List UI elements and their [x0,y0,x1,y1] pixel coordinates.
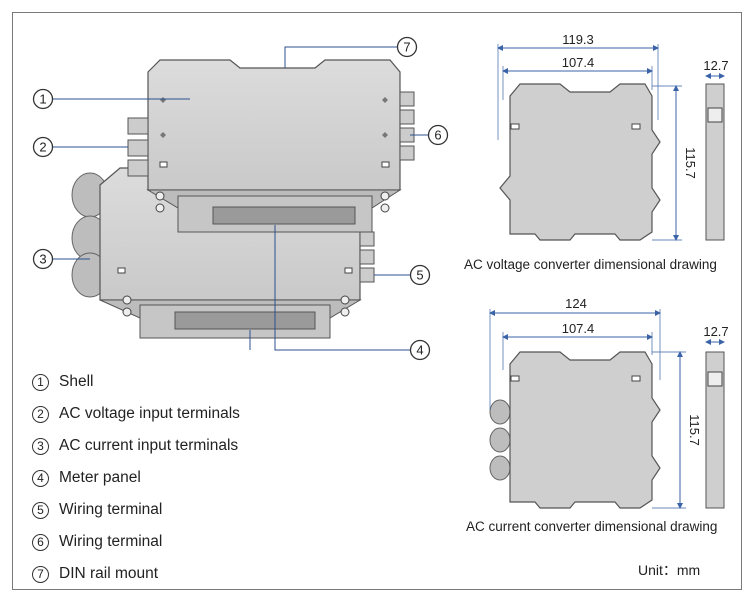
legend-label: Wiring terminal [59,501,163,518]
legend-label: Shell [59,373,94,390]
svg-text:119.3: 119.3 [562,32,594,47]
callout-7: 7 [396,36,418,58]
callout-5: 5 [409,264,431,286]
meter-panel-window [174,311,316,330]
svg-text:107.4: 107.4 [562,321,595,336]
legend-item-wiring-terminal-5: 5 Wiring terminal [32,494,332,526]
callout-4: 4 [409,339,431,361]
current-dimensional-drawing: 124 107.4 115.7 12.7 [489,296,729,509]
legend-label: AC current input terminals [59,437,239,454]
svg-text:4: 4 [416,343,423,358]
legend-item-voltage-terminals: 2 AC voltage input terminals [32,398,332,430]
svg-text:1: 1 [39,92,46,107]
legend-number: 2 [32,405,49,423]
legend-item-current-terminals: 3 AC current input terminals [32,430,332,462]
current-front-view [705,351,725,509]
svg-text:7: 7 [403,40,410,55]
legend-label: AC voltage input terminals [59,405,240,422]
svg-text:3: 3 [39,252,46,267]
leader-lines [53,46,428,351]
legend-number: 7 [32,565,49,583]
unit-label: Unit：mm [638,562,701,578]
svg-text:2: 2 [39,140,46,155]
svg-text:115.7: 115.7 [683,147,698,179]
figure-frame [12,12,742,590]
legend-number: 1 [32,373,49,391]
callout-2: 2 [32,136,54,158]
current-side-view [509,351,661,509]
voltage-front-view [705,83,725,241]
legend-number: 4 [32,469,49,487]
svg-text:6: 6 [434,128,441,143]
voltage-dimensional-drawing: 119.3 107.4 115.7 12.7 [497,32,729,241]
legend-item-din-rail: 7 DIN rail mount [32,558,332,590]
legend-item-meter-panel: 4 Meter panel [32,462,332,494]
voltage-converter-module [127,59,415,233]
legend-item-wiring-terminal-6: 6 Wiring terminal [32,526,332,558]
svg-text:107.4: 107.4 [562,55,595,70]
legend-number: 3 [32,437,49,455]
voltage-side-view [499,83,661,241]
svg-text:12.7: 12.7 [703,324,728,339]
callout-6: 6 [427,124,449,146]
legend-number: 5 [32,501,49,519]
svg-text:124: 124 [565,296,587,311]
legend-label: Meter panel [59,469,141,486]
svg-text:5: 5 [416,268,423,283]
voltage-drawing-caption: AC voltage converter dimensional drawing [464,257,717,272]
callout-1: 1 [32,88,54,110]
legend-number: 6 [32,533,49,551]
svg-text:115.7: 115.7 [687,414,702,446]
legend-label: Wiring terminal [59,533,163,550]
meter-panel-window [212,206,356,225]
legend-label: DIN rail mount [59,565,159,582]
legend-item-shell: 1 Shell [32,366,332,398]
svg-text:12.7: 12.7 [703,58,728,73]
current-drawing-caption: AC current converter dimensional drawing [466,519,718,534]
callout-3: 3 [32,248,54,270]
legend: 1 Shell 2 AC voltage input terminals 3 A… [32,366,332,590]
